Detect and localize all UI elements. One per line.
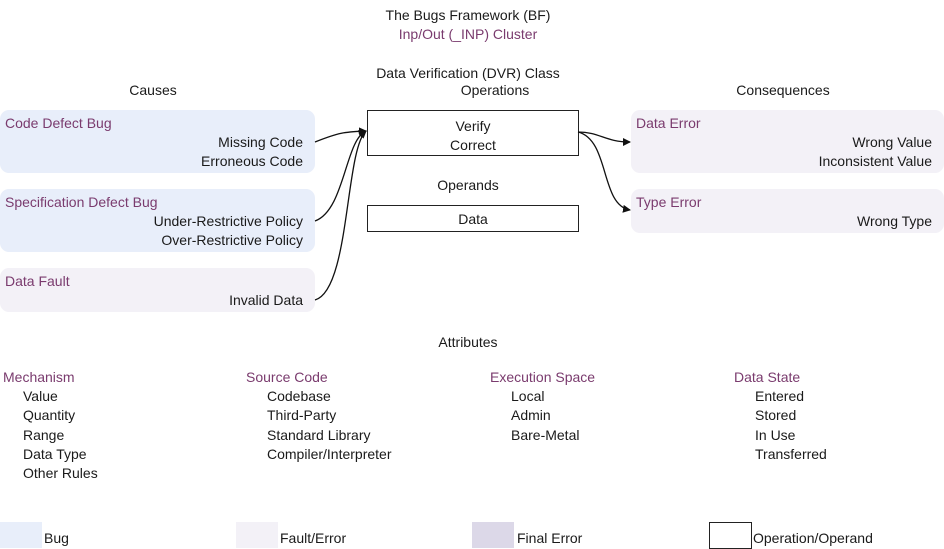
- attribute-item: Compiler/Interpreter: [267, 446, 392, 462]
- operation-correct: Correct: [450, 137, 496, 153]
- cause-title: Specification Defect Bug: [5, 194, 158, 210]
- consequences-heading: Consequences: [736, 82, 830, 98]
- operand-data: Data: [458, 211, 488, 227]
- attribute-item: Entered: [755, 388, 805, 404]
- diagram-title: The Bugs Framework (BF): [385, 7, 551, 23]
- arrow-operations-to-data-error: [577, 131, 631, 146]
- operands-box: Data: [367, 205, 579, 232]
- attribute-item: Codebase: [267, 388, 331, 404]
- attribute-item: Standard Library: [267, 427, 371, 443]
- cause-item: Over-Restrictive Policy: [161, 232, 303, 248]
- consequence-type-error: Type Error Wrong Type: [631, 189, 944, 233]
- cause-item: Erroneous Code: [201, 153, 303, 169]
- consequence-title: Data Error: [636, 115, 701, 131]
- attribute-item: Local: [511, 388, 545, 404]
- operations-heading: Operations: [460, 82, 530, 98]
- class-title: Data Verification (DVR) Class: [376, 65, 560, 81]
- cause-data-fault: Data Fault Invalid Data: [0, 268, 315, 312]
- attribute-item: Data Type: [23, 446, 87, 462]
- attribute-item: Stored: [755, 407, 797, 423]
- consequence-item: Inconsistent Value: [818, 153, 932, 169]
- arrow-operations-to-type-error: [577, 131, 631, 213]
- legend-swatch-bug: [0, 522, 42, 548]
- legend-label-fault-error: Fault/Error: [280, 530, 347, 546]
- cause-title: Code Defect Bug: [5, 115, 112, 131]
- attribute-item: Transferred: [755, 446, 827, 462]
- arrow-code-defect-to-operations: [314, 127, 367, 143]
- attribute-title: Mechanism: [3, 369, 75, 385]
- causes-heading: Causes: [129, 82, 177, 98]
- legend-label-bug: Bug: [44, 530, 69, 546]
- operation-verify: Verify: [455, 118, 491, 134]
- operations-box: Verify Correct: [367, 110, 579, 156]
- operands-heading: Operands: [437, 177, 499, 193]
- attribute-item: Quantity: [23, 407, 76, 423]
- cause-item: Missing Code: [218, 134, 303, 150]
- attribute-item: Bare-Metal: [511, 427, 580, 443]
- attribute-item: Other Rules: [23, 465, 98, 481]
- legend-swatch-operation-operand: [709, 522, 752, 549]
- legend-label-final-error: Final Error: [517, 530, 583, 546]
- consequence-data-error: Data Error Wrong Value Inconsistent Valu…: [631, 110, 944, 173]
- attribute-item: Value: [23, 388, 58, 404]
- attribute-item: In Use: [755, 427, 796, 443]
- attribute-title: Source Code: [246, 369, 328, 385]
- consequence-item: Wrong Value: [852, 134, 932, 150]
- legend-swatch-final-error: [472, 522, 514, 548]
- cause-title: Data Fault: [5, 273, 70, 289]
- attribute-item: Range: [23, 427, 65, 443]
- attribute-title: Execution Space: [490, 369, 596, 385]
- legend-swatch-fault-error: [236, 522, 278, 548]
- legend-label-operation-operand: Operation/Operand: [753, 530, 873, 546]
- attribute-item: Third-Party: [267, 407, 337, 423]
- cause-item: Invalid Data: [229, 292, 303, 308]
- cause-item: Under-Restrictive Policy: [153, 213, 303, 229]
- consequence-title: Type Error: [636, 194, 702, 210]
- arrow-data-fault-to-operations: [314, 130, 367, 301]
- attributes-heading: Attributes: [438, 334, 498, 350]
- cause-code-defect-bug: Code Defect Bug Missing Code Erroneous C…: [0, 110, 315, 173]
- attribute-title: Data State: [734, 369, 801, 385]
- diagram-subtitle: Inp/Out (_INP) Cluster: [398, 26, 538, 42]
- cause-specification-defect-bug: Specification Defect Bug Under-Restricti…: [0, 189, 315, 252]
- consequence-item: Wrong Type: [857, 213, 932, 229]
- attribute-item: Admin: [511, 407, 551, 423]
